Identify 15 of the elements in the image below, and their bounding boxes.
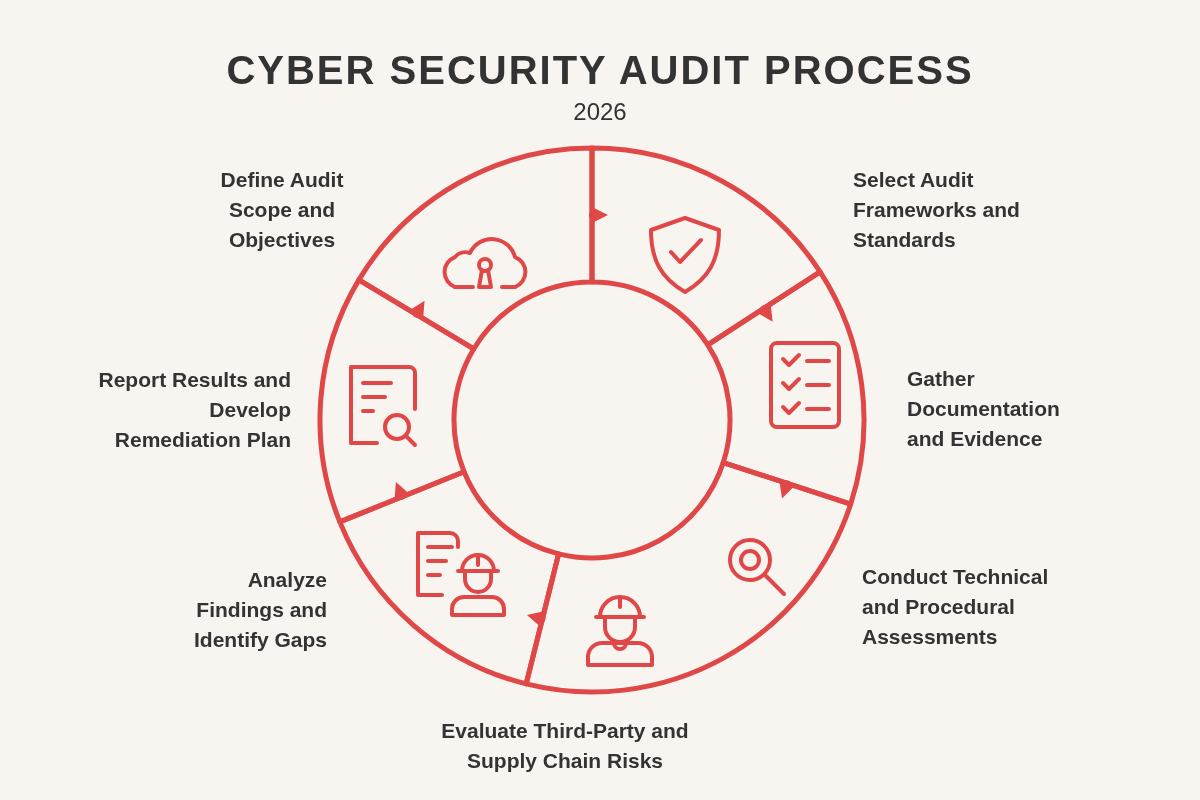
step-label: Select Audit Frameworks and Standards (853, 167, 1021, 253)
direction-arrow (526, 611, 546, 627)
step-label: Define Audit Scope and Objectives (219, 167, 345, 253)
subtitle: 2026 (572, 98, 628, 126)
direction-arrow (779, 479, 795, 499)
step-label: Analyze Findings and Identify Gaps (192, 567, 327, 653)
title: CYBER SECURITY AUDIT PROCESS (225, 48, 975, 93)
direction-arrow (589, 207, 608, 223)
step-label: Report Results and Develop Remediation Plan (97, 367, 291, 453)
direction-arrow (757, 304, 773, 322)
step-label: Gather Documentation and Evidence (907, 366, 1061, 452)
direction-arrow (394, 481, 410, 501)
step-label: Conduct Technical and Procedural Assessments (862, 564, 1050, 650)
direction-arrow (409, 300, 425, 319)
step-label: Evaluate Third-Party and Supply Chain Risks (440, 718, 690, 774)
